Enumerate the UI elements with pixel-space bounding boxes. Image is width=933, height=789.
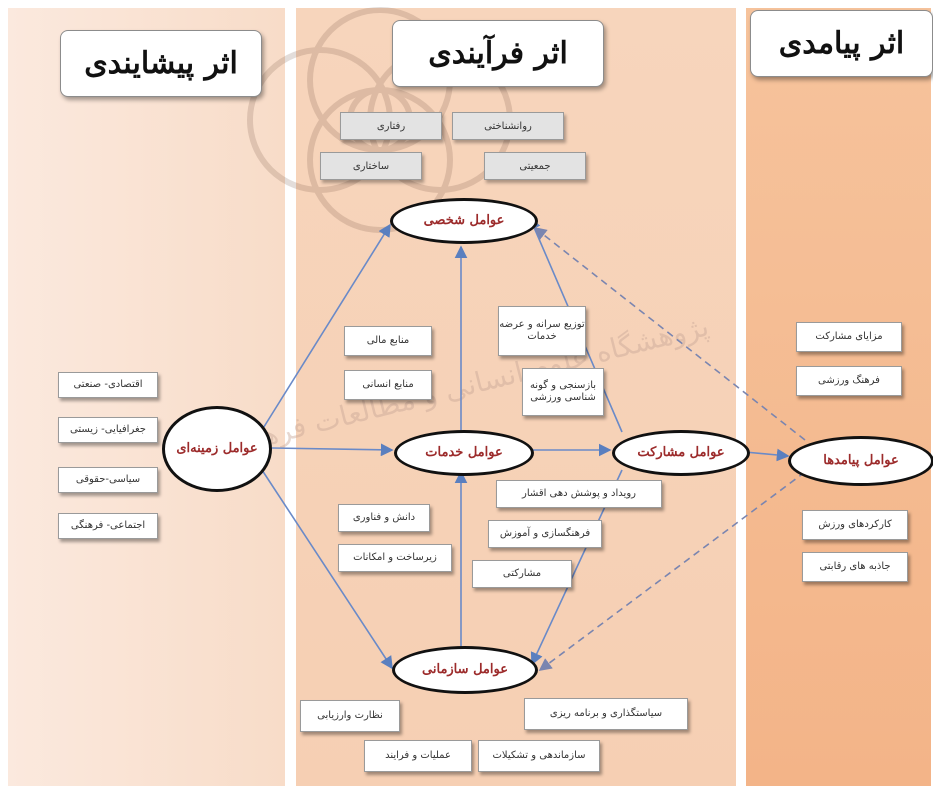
organizational-item: نظارت وارزیابی — [300, 700, 400, 732]
personal-item: رفتاری — [340, 112, 442, 140]
context-item: اقتصادی- صنعتی — [58, 372, 158, 398]
organizational-item: سیاستگذاری و برنامه ریزی — [524, 698, 688, 730]
services-item: زیرساخت و امکانات — [338, 544, 452, 572]
process-header: اثر فرآیندی — [392, 20, 604, 87]
organizational-factors-node: عوامل سازمانی — [392, 646, 538, 694]
organizational-item: عملیات و فرایند — [364, 740, 472, 772]
services-item: مشارکتی — [472, 560, 572, 588]
services-item: منابع انسانی — [344, 370, 432, 400]
services-item: بازسنجی و گونه شناسی ورزشی — [522, 368, 604, 416]
outcome-item: مزایای مشارکت — [796, 322, 902, 352]
services-item: منابع مالی — [344, 326, 432, 356]
contextual-factors-node: عوامل زمینه‌ای — [162, 406, 272, 492]
outcomes-node: عوامل پیامدها — [788, 436, 933, 486]
consequent-header: اثر پیامدی — [750, 10, 933, 77]
link-participation-outcomes — [744, 448, 790, 462]
link-context-services — [271, 443, 394, 457]
services-factors-node: عوامل خدمات — [394, 430, 534, 476]
participation-factors-node: عوامل مشارکت — [612, 430, 750, 476]
link-context-organizational — [261, 469, 393, 670]
personal-item: جمعیتی — [484, 152, 586, 180]
link-context-personal — [261, 223, 391, 431]
services-item: فرهنگسازی و آموزش — [488, 520, 602, 548]
personal-factors-node: عوامل شخصی — [390, 198, 538, 244]
services-item: رویداد و پوشش دهی اقشار — [496, 480, 662, 508]
outcome-item: فرهنگ ورزشی — [796, 366, 902, 396]
services-item: توزیع سرانه و عرضه خدمات — [498, 306, 586, 356]
personal-item: ساختاری — [320, 152, 422, 180]
organizational-item: سازماندهی و تشکیلات — [478, 740, 600, 772]
dashed-link-outcomes-personal — [533, 227, 806, 441]
context-item: جغرافیایی- زیستی — [58, 417, 158, 443]
context-item: اجتماعی- فرهنگی — [58, 513, 158, 539]
outcome-item: جاذبه های رقابتی — [802, 552, 908, 582]
services-item: دانش و فناوری — [338, 504, 430, 532]
antecedent-header: اثر پیشایندی — [60, 30, 262, 97]
consequent-column — [746, 8, 931, 786]
personal-item: روانشناختی — [452, 112, 564, 140]
outcome-item: کارکردهای ورزش — [802, 510, 908, 540]
context-item: سیاسی-حقوقی — [58, 467, 158, 493]
